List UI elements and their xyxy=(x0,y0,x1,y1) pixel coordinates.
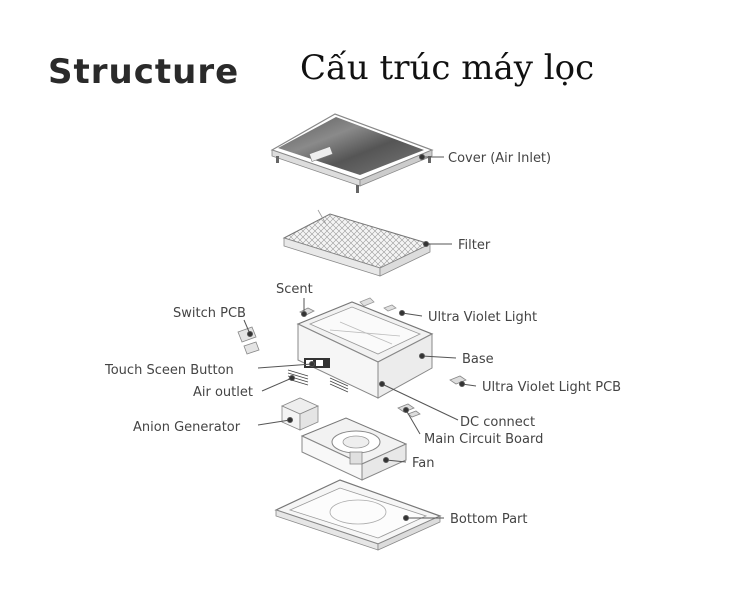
label-filter: Filter xyxy=(458,238,491,253)
label-fan: Fan xyxy=(412,456,435,471)
title-english: Structure xyxy=(48,52,240,92)
label-scent: Scent xyxy=(276,282,313,297)
label-uv-light: Ultra Violet Light xyxy=(428,310,537,325)
label-air-outlet: Air outlet xyxy=(193,385,253,400)
base-part xyxy=(287,301,434,399)
uv-light-part xyxy=(359,297,397,312)
uv-light-pcb-part xyxy=(449,375,467,385)
label-touch-button: Touch Sceen Button xyxy=(104,363,234,378)
label-cover: Cover (Air Inlet) xyxy=(448,151,551,166)
fan-part xyxy=(300,417,408,481)
anion-generator-part xyxy=(281,397,319,431)
cover-part xyxy=(270,113,434,193)
label-anion-generator: Anion Generator xyxy=(133,420,241,435)
title-vietnamese: Cấu trúc máy lọc xyxy=(300,48,595,88)
label-switch-pcb: Switch PCB xyxy=(173,306,246,321)
label-uv-light-pcb: Ultra Violet Light PCB xyxy=(482,380,621,395)
label-dc-connect: DC connect xyxy=(460,415,535,430)
bottom-part xyxy=(274,479,442,551)
filter-part xyxy=(282,209,432,277)
label-bottom-part: Bottom Part xyxy=(450,512,527,527)
leader-lines xyxy=(243,154,477,521)
label-main-board: Main Circuit Board xyxy=(424,432,543,447)
label-base: Base xyxy=(462,352,494,367)
